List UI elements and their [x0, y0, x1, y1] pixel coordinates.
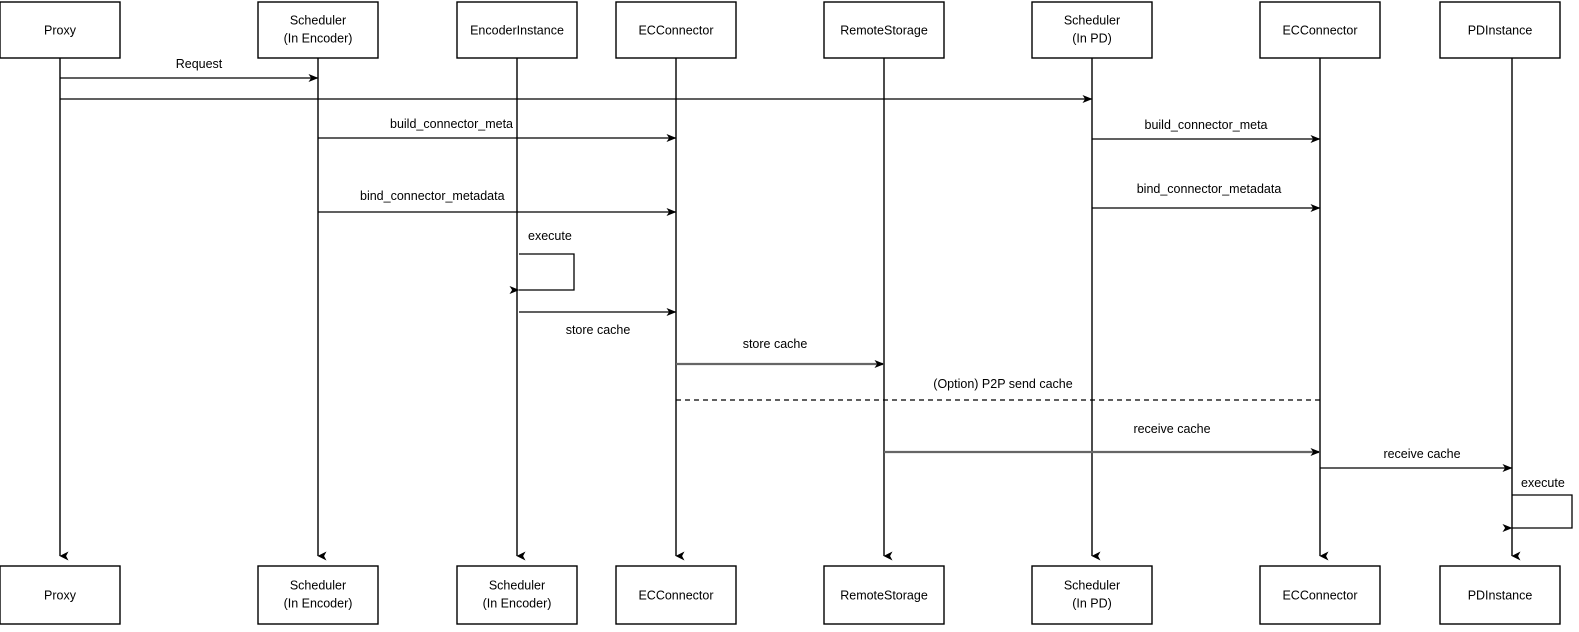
- participant-box-proxy-bottom[interactable]: Proxy: [0, 565, 121, 625]
- message-label: (Option) P2P send cache: [933, 377, 1072, 391]
- participant-label-sub: (In Encoder): [483, 596, 552, 610]
- message-label: bind_connector_metadata: [360, 189, 505, 203]
- message-m6[interactable]: bind_connector_metadata: [1092, 182, 1321, 212]
- message-m9[interactable]: (Option) P2P send cache: [676, 377, 1320, 401]
- participant-box-rect: [0, 1, 121, 59]
- self-message-path: [509, 253, 575, 294]
- message-label: Request: [176, 57, 223, 71]
- participant-box-rect: [1259, 1, 1381, 59]
- participant-box-remote_store-bottom[interactable]: RemoteStorage: [823, 565, 945, 625]
- participant-box-ec_conn_enc-bottom[interactable]: ECConnector: [615, 565, 737, 625]
- participant-box-rect: [615, 1, 737, 59]
- participant-label-sub: (In Encoder): [284, 31, 353, 45]
- lifelines-group: [59, 58, 1521, 561]
- message-label: receive cache: [1383, 447, 1460, 461]
- participant-box-sched_pd-top[interactable]: Scheduler (In PD): [1031, 1, 1153, 59]
- participant-label: ECConnector: [1282, 23, 1357, 37]
- message-label: store cache: [743, 337, 808, 351]
- messages-group: Request build_connector_meta build_connect…: [60, 57, 1513, 472]
- message-label: store cache: [566, 323, 631, 337]
- participant-label: Scheduler: [489, 578, 545, 592]
- participant-box-pd_inst-bottom[interactable]: PDInstance: [1439, 565, 1561, 625]
- participant-box-ec_conn_pd-bottom[interactable]: ECConnector: [1259, 565, 1381, 625]
- participant-label: Scheduler: [290, 13, 346, 27]
- participant-label: Proxy: [44, 23, 77, 37]
- participant-label: Scheduler: [290, 578, 346, 592]
- participant-box-rect: [823, 565, 945, 625]
- participant-label: EncoderInstance: [470, 23, 564, 37]
- participant-label: RemoteStorage: [840, 588, 928, 602]
- self-messages-group: execute execute: [509, 229, 1573, 532]
- self-message-s1[interactable]: execute: [509, 229, 575, 294]
- participant-box-sched_enc-top[interactable]: Scheduler (In Encoder): [257, 1, 379, 59]
- message-m1[interactable]: Request: [60, 57, 319, 82]
- self-message-s2[interactable]: execute: [1502, 476, 1573, 532]
- participant-box-rect: [1031, 1, 1153, 59]
- participant-box-rect: [257, 565, 379, 625]
- message-label: build_connector_meta: [390, 117, 513, 131]
- message-m10[interactable]: receive cache: [884, 422, 1321, 456]
- participant-label: PDInstance: [1468, 23, 1533, 37]
- participant-box-rect: [1031, 565, 1153, 625]
- message-m7[interactable]: store cache: [519, 308, 677, 337]
- participant-box-remote_store-top[interactable]: RemoteStorage: [823, 1, 945, 59]
- participant-box-rect: [1259, 565, 1381, 625]
- participant-box-rect: [0, 565, 121, 625]
- participant-box-rect: [823, 1, 945, 59]
- message-m3[interactable]: build_connector_meta: [318, 117, 677, 142]
- participant-box-encoder_inst-bottom[interactable]: Scheduler (In Encoder): [456, 565, 578, 625]
- self-message-path: [1502, 494, 1573, 532]
- participant-label-sub: (In PD): [1072, 596, 1112, 610]
- message-m11[interactable]: receive cache: [1320, 447, 1513, 472]
- participant-box-sched_pd-bottom[interactable]: Scheduler (In PD): [1031, 565, 1153, 625]
- participant-label: Scheduler: [1064, 578, 1120, 592]
- participant-label: Proxy: [44, 588, 77, 602]
- participant-box-rect: [456, 565, 578, 625]
- participant-box-rect: [456, 1, 578, 59]
- participant-box-rect: [1439, 1, 1561, 59]
- participant-label-sub: (In Encoder): [284, 596, 353, 610]
- participant-box-rect: [257, 1, 379, 59]
- message-label: receive cache: [1133, 422, 1210, 436]
- self-message-label: execute: [1521, 476, 1565, 490]
- message-m4[interactable]: build_connector_meta: [1092, 118, 1321, 143]
- participant-box-ec_conn_enc-top[interactable]: ECConnector: [615, 1, 737, 59]
- message-m8[interactable]: store cache: [676, 337, 885, 368]
- participant-box-ec_conn_pd-top[interactable]: ECConnector: [1259, 1, 1381, 59]
- participant-box-sched_enc-bottom[interactable]: Scheduler (In Encoder): [257, 565, 379, 625]
- participant-label: ECConnector: [638, 23, 713, 37]
- participant-label: RemoteStorage: [840, 23, 928, 37]
- participant-box-rect: [1439, 565, 1561, 625]
- participant-box-pd_inst-top[interactable]: PDInstance: [1439, 1, 1561, 59]
- message-m5[interactable]: bind_connector_metadata: [318, 189, 677, 216]
- participant-label: PDInstance: [1468, 588, 1533, 602]
- participant-box-proxy-top[interactable]: Proxy: [0, 1, 121, 59]
- participant-label: ECConnector: [638, 588, 713, 602]
- self-message-label: execute: [528, 229, 572, 243]
- participant-label: Scheduler: [1064, 13, 1120, 27]
- message-label: bind_connector_metadata: [1137, 182, 1282, 196]
- participant-label-sub: (In PD): [1072, 31, 1112, 45]
- participant-box-rect: [615, 565, 737, 625]
- participant-label: ECConnector: [1282, 588, 1357, 602]
- message-label: build_connector_meta: [1145, 118, 1268, 132]
- participant-box-encoder_inst-top[interactable]: EncoderInstance: [456, 1, 578, 59]
